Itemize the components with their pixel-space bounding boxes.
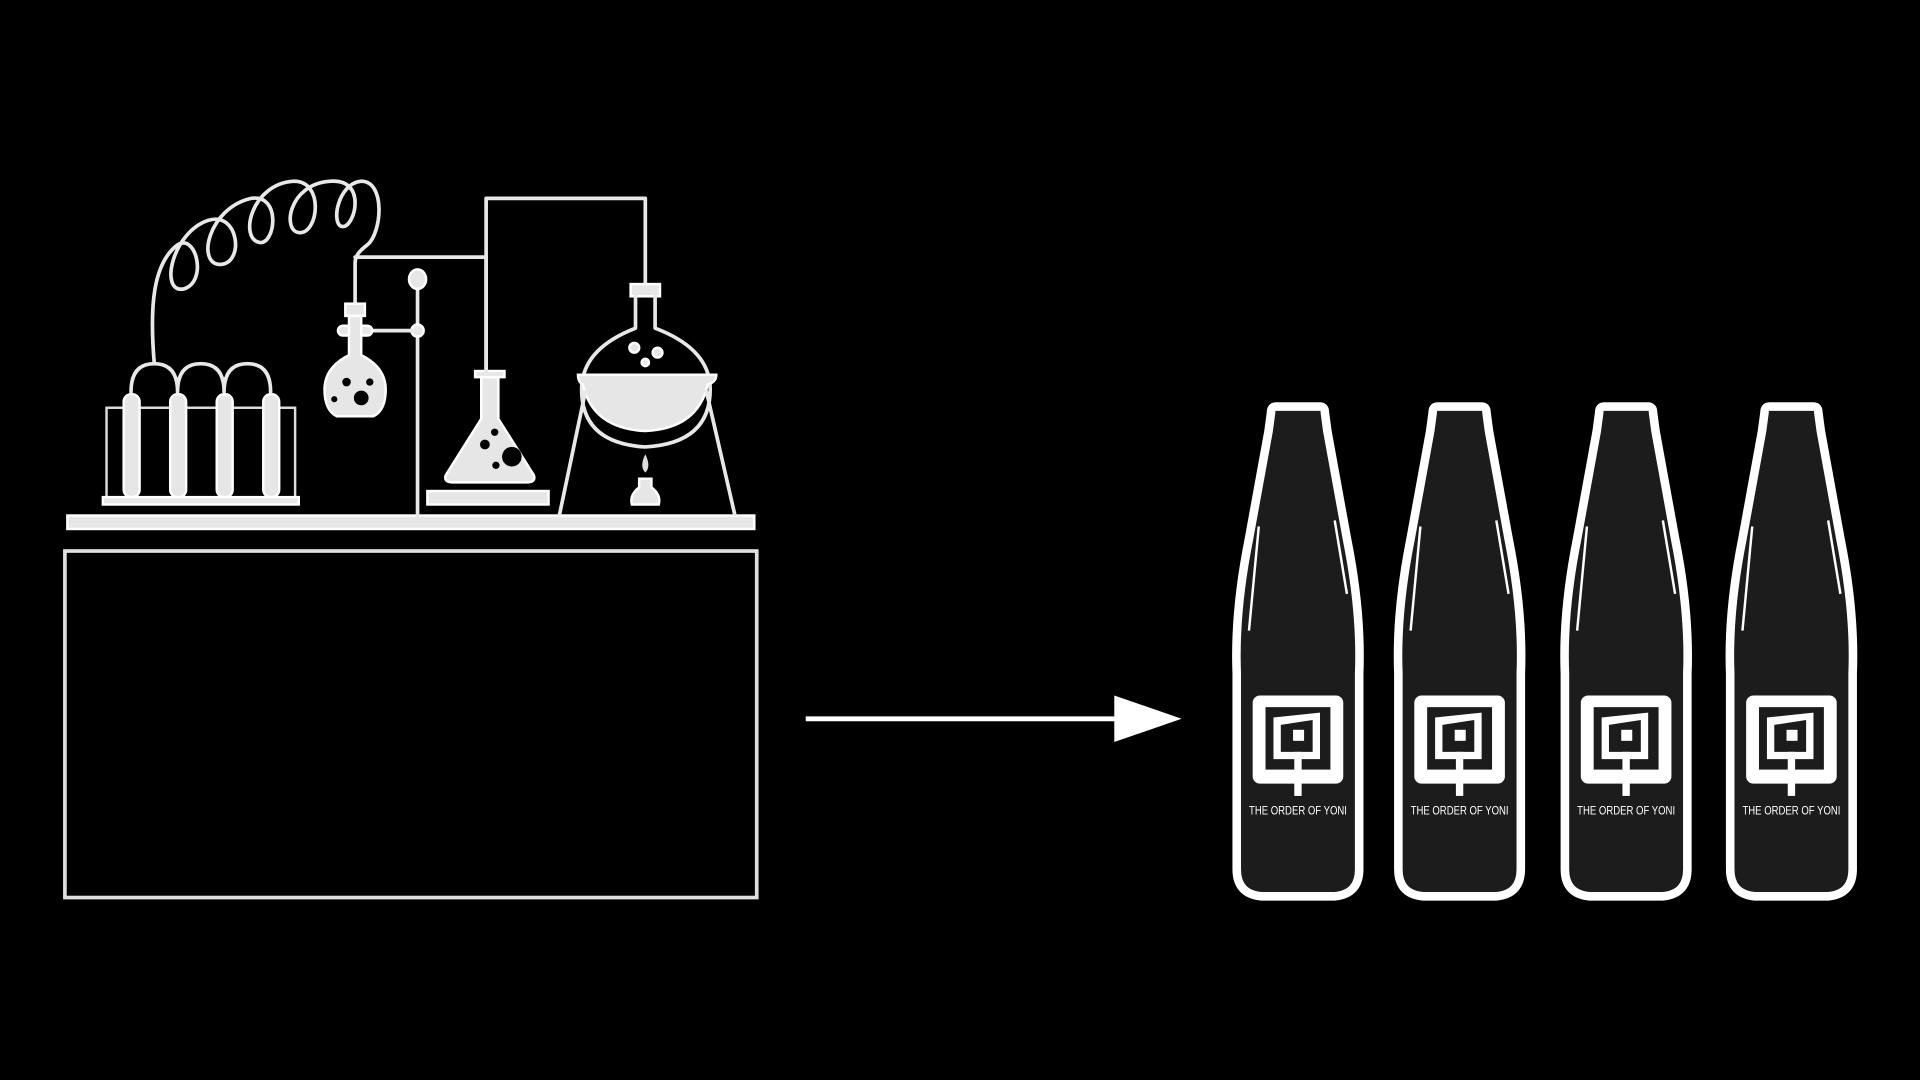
table-top <box>66 514 756 531</box>
arrow-icon <box>805 695 1182 743</box>
brand-logo-icon <box>1746 695 1837 796</box>
bottle-body <box>1393 402 1526 901</box>
bottle-label: THE ORDER OF YONI <box>1411 803 1509 817</box>
burner-icon <box>630 454 661 506</box>
brand-logo-icon <box>1580 695 1672 796</box>
erlenmeyer-flask <box>426 369 550 506</box>
bottle-label: THE ORDER OF YONI <box>1742 803 1840 817</box>
distillation-tube <box>484 196 648 376</box>
bottle-highlight <box>1409 526 1422 631</box>
heating-flask <box>557 282 737 517</box>
bottle-label: THE ORDER OF YONI <box>1249 803 1347 817</box>
table-body <box>63 549 759 900</box>
bottle: THE ORDER OF YONI <box>1232 402 1364 901</box>
bottle-highlight <box>1741 526 1754 631</box>
bottle-highlight <box>1247 526 1260 631</box>
bottle-highlight <box>1495 520 1510 595</box>
test-tube-rack <box>101 361 300 506</box>
bottle-highlight <box>1661 520 1677 595</box>
round-flask-stand <box>323 268 428 518</box>
bottle: THE ORDER OF YONI <box>1393 402 1526 901</box>
bottle-body <box>1232 402 1364 901</box>
coil-tube <box>150 179 381 366</box>
bottle-highlight <box>1333 520 1349 595</box>
bottle: THE ORDER OF YONI <box>1725 402 1858 901</box>
brand-logo-icon <box>1414 695 1505 796</box>
brand-logo-icon <box>1252 695 1344 796</box>
bottle-body <box>1725 402 1858 901</box>
bottle-highlight <box>1826 520 1842 595</box>
bottle-label: THE ORDER OF YONI <box>1577 803 1675 817</box>
bottle: THE ORDER OF YONI <box>1560 402 1692 901</box>
lab-table <box>63 514 759 900</box>
test-tubes <box>122 393 281 499</box>
bottle-body <box>1560 402 1692 901</box>
bottle-highlight <box>1575 526 1589 631</box>
